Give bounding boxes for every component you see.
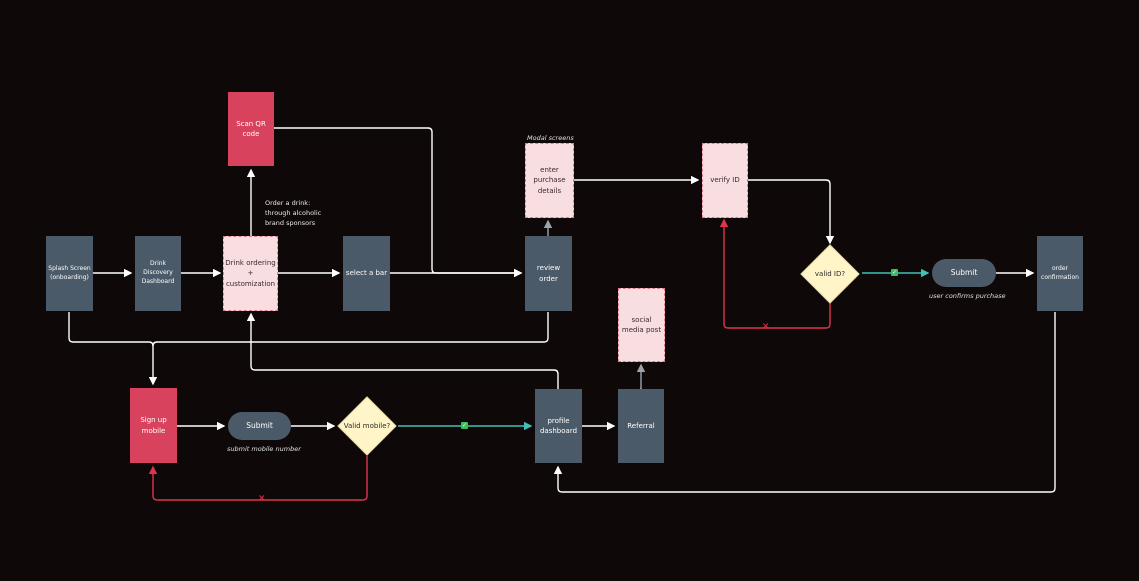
node-scan-qr[interactable]: Scan QR code [228,92,274,166]
submit-mobile-button[interactable]: Submit [228,412,291,440]
note-order-drink: Order a drink: through alcoholic brand s… [265,199,322,227]
edge-review-signup [152,312,549,347]
edge-verify-validid [748,179,835,245]
caption-submit-mobile-number: submit mobile number [227,445,301,453]
decision-valid-id: valid ID? [800,244,860,304]
decision-valid-mobile-label: Valid mobile? [343,422,391,430]
node-verify-id[interactable]: verify ID [702,143,748,218]
edge-profile-ordering [246,312,559,389]
cross-icon: ✕ [762,322,770,332]
node-profile-dashboard[interactable]: profile dashboard [535,389,582,463]
edge-validmobile-signup-fail [148,456,368,501]
node-select-bar[interactable]: select a bar [343,236,390,311]
check-icon: ✓ [461,422,468,429]
node-drink-discovery[interactable]: Drink Discovery Dashboard [135,236,181,311]
submit-purchase-button[interactable]: Submit [932,259,996,287]
decision-valid-mobile: Valid mobile? [337,396,397,456]
edge-validid-verify-fail [719,218,831,329]
caption-modal-screens: Modal screens [527,134,574,142]
node-drink-ordering[interactable]: Drink ordering + customization [223,236,278,311]
edge-confirmation-profile [553,312,1056,493]
caption-user-confirms: user confirms purchase [929,292,1006,300]
node-review-order[interactable]: review order [525,236,572,311]
node-order-confirmation[interactable]: order confirmation [1037,236,1083,311]
decision-valid-id-label: valid ID? [814,270,846,278]
node-social-media-post[interactable]: social media post [618,288,665,362]
node-enter-purchase-details[interactable]: enter purchase details [525,143,574,218]
node-sign-up-mobile[interactable]: Sign up mobile [130,388,177,463]
edge-splash-signup [68,312,158,386]
edge-scanqr-review [274,127,523,278]
check-icon: ✓ [891,269,898,276]
node-referral[interactable]: Referral [618,389,664,463]
node-splash-screen[interactable]: Splash Screen (onboarding) [46,236,93,311]
cross-icon: ✕ [258,494,266,504]
